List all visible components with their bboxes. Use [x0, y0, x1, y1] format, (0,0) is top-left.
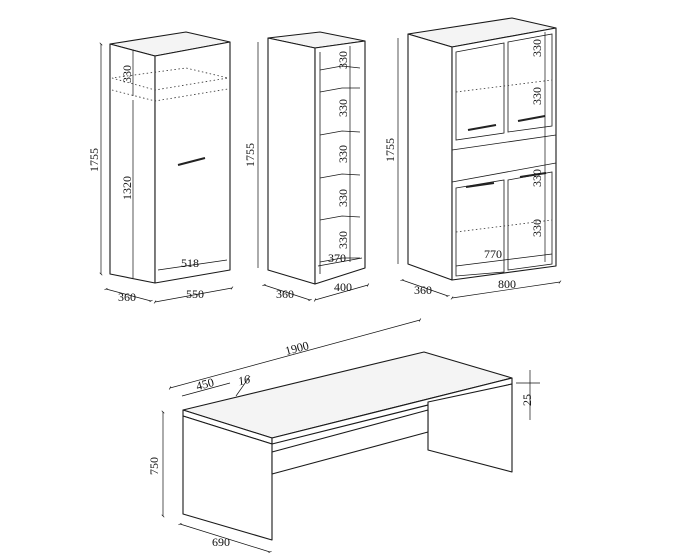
desk-top-thickness-label: 16 [236, 372, 251, 389]
wardrobe-height-label: 1755 [87, 148, 101, 172]
bookcase-height-label: 1755 [243, 143, 257, 167]
bookcase-shelf-1-edge [319, 87, 360, 93]
wardrobe-depth-label: 360 [118, 290, 136, 304]
cabinet-mid-shelf [451, 134, 557, 151]
bookcase-shelf-5-label: 330 [336, 231, 350, 249]
bookcase-shelf-5 [319, 257, 360, 263]
cabinet-inner-width-label: 770 [484, 247, 502, 261]
bookcase: 1755 330 330 330 330 330 370 360 400 [243, 31, 370, 302]
cabinet-depth-line [400, 278, 450, 298]
bookcase-shelf-2 [319, 130, 361, 136]
desk-top-thickness-line [235, 375, 251, 397]
cabinet: 1755 330 330 330 330 770 360 800 [383, 17, 562, 300]
bookcase-shelf-3 [319, 173, 361, 179]
bookcase-depth-line [262, 283, 312, 302]
cabinet-shelf-2-label: 330 [530, 87, 544, 105]
bookcase-depth-label: 360 [276, 287, 294, 301]
bookcase-shelf-4 [319, 215, 361, 221]
cabinet-lower-left-door [455, 179, 505, 277]
bookcase-shelf-1 [319, 65, 361, 71]
desk-modesty-panel [271, 409, 429, 475]
cabinet-width-line [450, 280, 562, 300]
wardrobe-width-label: 550 [186, 287, 204, 301]
wardrobe-depth-line [104, 287, 153, 303]
desk-right-leg [427, 383, 513, 473]
wardrobe-lower-label: 1320 [120, 176, 134, 200]
desk: 1900 450 16 25 750 690 [147, 318, 540, 554]
bookcase-shelf-2-label: 330 [336, 99, 350, 117]
bookcase-shelf-4-label: 330 [336, 189, 350, 207]
desk-depth-label: 690 [212, 535, 230, 549]
cabinet-width-label: 800 [498, 277, 516, 291]
desk-depth-line [178, 522, 272, 554]
cabinet-side [407, 33, 453, 281]
cabinet-lower-inner-shelf [455, 219, 553, 233]
cabinet-shelf-4-label: 330 [530, 219, 544, 237]
cabinet-upper-right-door [507, 33, 553, 133]
wardrobe-shelf-edge [111, 88, 229, 102]
cabinet-upper-right-handle [517, 115, 546, 122]
wardrobe-upper-label: 330 [120, 65, 134, 83]
bookcase-shelf-3-label: 330 [336, 145, 350, 163]
desk-offset-line [181, 382, 231, 397]
cabinet-shelf-1-label: 330 [530, 39, 544, 57]
wardrobe: 1755 330 1320 518 360 550 [87, 31, 234, 304]
bookcase-width-label: 400 [334, 280, 352, 294]
cabinet-depth-label: 360 [414, 283, 432, 297]
cabinet-upper-inner-shelf [455, 79, 553, 93]
wardrobe-inner-width-label: 518 [181, 256, 199, 270]
bookcase-inner-width-line [317, 257, 363, 267]
wardrobe-width-line [153, 286, 234, 304]
cabinet-height-label: 1755 [383, 138, 397, 162]
wardrobe-handle [177, 157, 206, 166]
bookcase-front [314, 40, 366, 285]
desk-panel-label: 25 [520, 394, 534, 406]
cabinet-front [451, 27, 557, 281]
cabinet-lower-right-handle [519, 172, 547, 178]
bookcase-width-line [313, 283, 370, 302]
bookcase-inner-width-label: 370 [328, 251, 346, 265]
bookcase-side [267, 37, 316, 285]
cabinet-lower-left-handle [465, 182, 495, 188]
cabinet-mid-shelf-2 [451, 162, 557, 183]
desk-length-line [168, 318, 422, 390]
cabinet-shelf-3-label: 330 [530, 169, 544, 187]
desk-left-leg [182, 415, 273, 541]
desk-offset-label: 450 [194, 375, 215, 393]
desk-length-label: 1900 [284, 338, 311, 358]
bookcase-shelf-1-label: 330 [336, 51, 350, 69]
wardrobe-inner-width-line [157, 259, 228, 271]
wardrobe-front [154, 41, 231, 284]
cabinet-upper-left-door [455, 42, 505, 141]
cabinet-inner-width-line [455, 253, 553, 267]
cabinet-upper-left-handle [467, 124, 497, 131]
desk-height-label: 750 [147, 457, 161, 475]
